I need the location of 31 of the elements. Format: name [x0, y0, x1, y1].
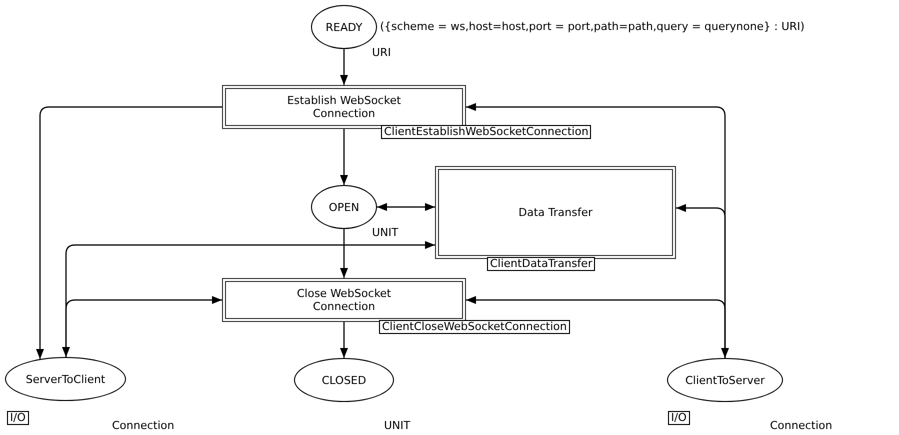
inscription-label: Connection [770, 419, 832, 432]
place-name: CLOSED [322, 374, 366, 386]
inscription-label: URI [372, 46, 391, 59]
place-name: READY [326, 20, 362, 34]
arc-arrow [377, 203, 435, 211]
arc-arrow [36, 106, 222, 360]
transition-box [222, 278, 466, 322]
inscription-label: ({scheme = ws,host=host,port = port,path=path,query = querynone} : URI) [380, 20, 805, 33]
arc-arrow [340, 229, 348, 278]
inscription-label: Connection [112, 419, 174, 432]
subpage-tag: ClientDataTransfer [487, 257, 596, 271]
arc-arrow [676, 204, 729, 358]
place-name: ClientToServer [685, 374, 765, 386]
arc-arrow [340, 129, 348, 185]
place-name: ServerToClient [26, 372, 106, 386]
transition-box [435, 166, 676, 259]
transition-name: Close WebSocket Connection [296, 287, 392, 313]
arc-arrow [340, 49, 348, 85]
subpage-tag: ClientEstablishWebSocketConnection [381, 125, 592, 139]
arc-arrow [340, 322, 348, 358]
arc-arrow [466, 296, 726, 358]
inscription-label: UNIT [384, 419, 410, 432]
subpage-tag: ClientCloseWebSocketConnection [379, 320, 570, 334]
port-tag: I/O [668, 411, 690, 425]
transition-name: Data Transfer [518, 206, 594, 219]
inscription-label: UNIT [372, 226, 398, 239]
place-name: OPEN [328, 200, 360, 214]
transition-name: Establish WebSocket Connection [286, 94, 402, 120]
port-tag: I/O [7, 411, 29, 425]
arc-arrow [65, 296, 222, 357]
arc-arrow [62, 241, 435, 357]
